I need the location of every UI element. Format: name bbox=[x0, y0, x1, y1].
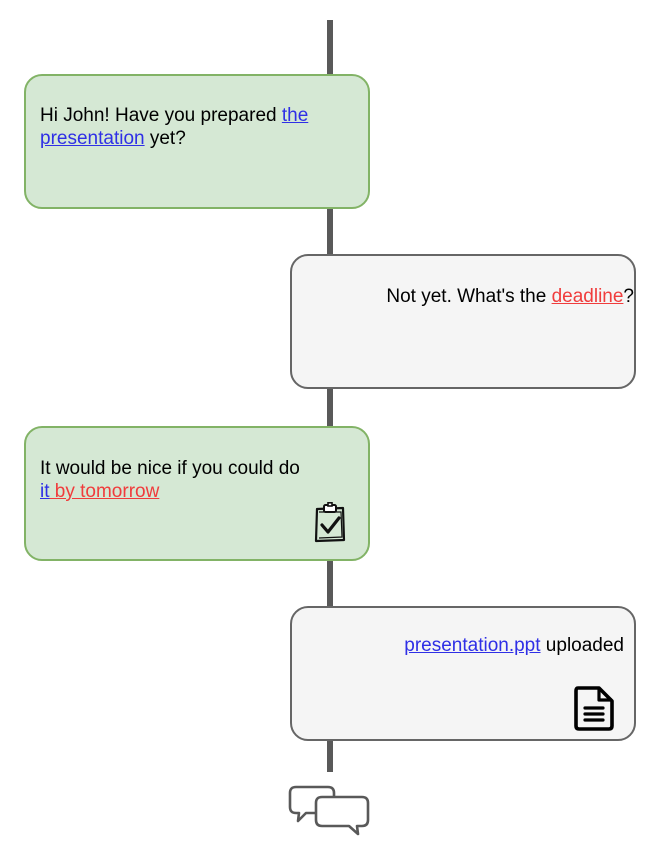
clipboard-check-icon bbox=[311, 502, 349, 550]
message-bubble-4: presentation.ppt uploaded bbox=[290, 606, 636, 741]
timeline-line bbox=[327, 20, 333, 772]
message-2-text: Not yet. What's the bbox=[386, 286, 552, 307]
message-1-text: Hi John! Have you prepared bbox=[40, 105, 282, 126]
it-link[interactable]: it bbox=[40, 481, 50, 502]
message-1-text-end: yet? bbox=[144, 128, 186, 149]
message-4-text: uploaded bbox=[540, 635, 624, 656]
deadline-link[interactable]: deadline bbox=[551, 286, 624, 307]
chat-bubbles-icon bbox=[286, 783, 374, 844]
presentation-ppt-link[interactable]: presentation.ppt bbox=[404, 635, 541, 656]
document-icon bbox=[572, 684, 616, 738]
message-2-text-end: ? bbox=[623, 286, 634, 307]
message-3-text: It would be nice if you could do bbox=[40, 458, 300, 479]
message-bubble-2: Not yet. What's the deadline? bbox=[290, 254, 636, 389]
by-tomorrow-link[interactable]: by tomorrow bbox=[49, 481, 160, 502]
